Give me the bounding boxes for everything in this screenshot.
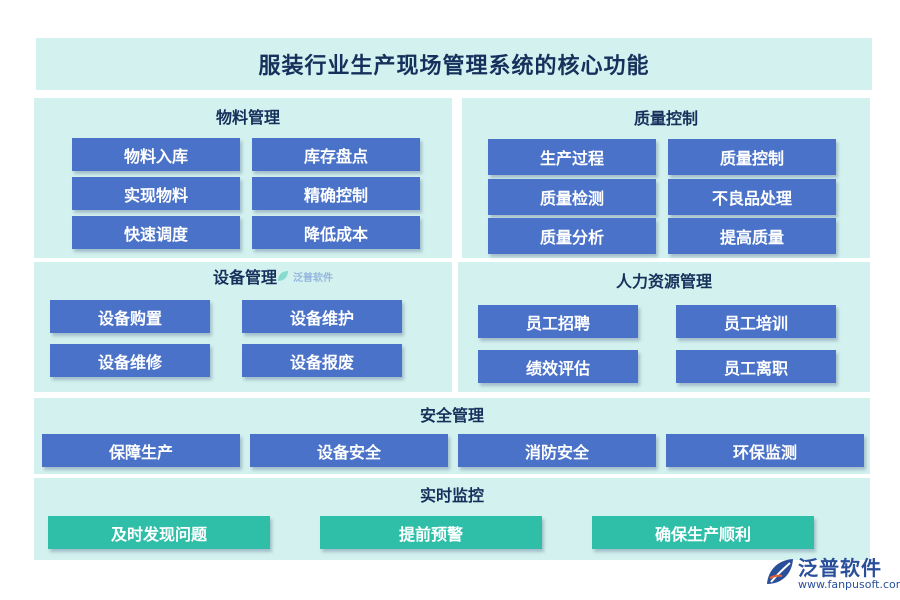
quality-item: 质量控制 [668,139,836,175]
quality-item: 质量分析 [488,218,656,254]
monitoring-title: 实时监控 [419,486,484,505]
material-item: 降低成本 [252,216,420,249]
equipment-item: 设备购置 [50,300,210,333]
hr-item: 员工培训 [676,305,836,338]
safety-item: 消防安全 [458,434,656,467]
hr-item: 员工离职 [676,350,836,383]
brand-leaf-icon [767,559,793,584]
page-title: 服装行业生产现场管理系统的核心功能 [36,38,872,90]
brand-url: www.fanpusoft.com [798,578,900,591]
monitoring-item: 提前预警 [320,516,542,549]
quality-item: 生产过程 [488,139,656,175]
material-item: 库存盘点 [252,138,420,171]
brand-logo: 泛普软件 www.fanpusoft.com [764,550,900,598]
equipment-item: 设备维修 [50,344,210,377]
safety-item: 保障生产 [42,434,240,467]
material-item: 快速调度 [72,216,240,249]
watermark-logo: 泛普软件 [276,265,366,287]
brand-name: 泛普软件 [798,556,882,580]
watermark-leaf-icon [278,271,288,281]
monitoring-item: 及时发现问题 [48,516,270,549]
monitoring-item: 确保生产顺利 [592,516,814,549]
hr-item: 员工招聘 [478,305,638,338]
equipment-item: 设备维护 [242,300,402,333]
quality-item: 提高质量 [668,218,836,254]
equipment-item: 设备报废 [242,344,402,377]
safety-item: 环保监测 [666,434,864,467]
material-item: 实现物料 [72,177,240,210]
material-item: 精确控制 [252,177,420,210]
material-item: 物料入库 [72,138,240,171]
quality-title: 质量控制 [633,109,698,128]
quality-item: 质量检测 [488,179,656,215]
material-title: 物料管理 [215,108,280,127]
hr-item: 绩效评估 [478,350,638,383]
safety-title: 安全管理 [419,406,484,425]
hr-title: 人力资源管理 [615,272,712,291]
equipment-title: 设备管理 [212,268,277,287]
quality-item: 不良品处理 [668,179,836,215]
safety-item: 设备安全 [250,434,448,467]
watermark-text: 泛普软件 [293,272,333,284]
